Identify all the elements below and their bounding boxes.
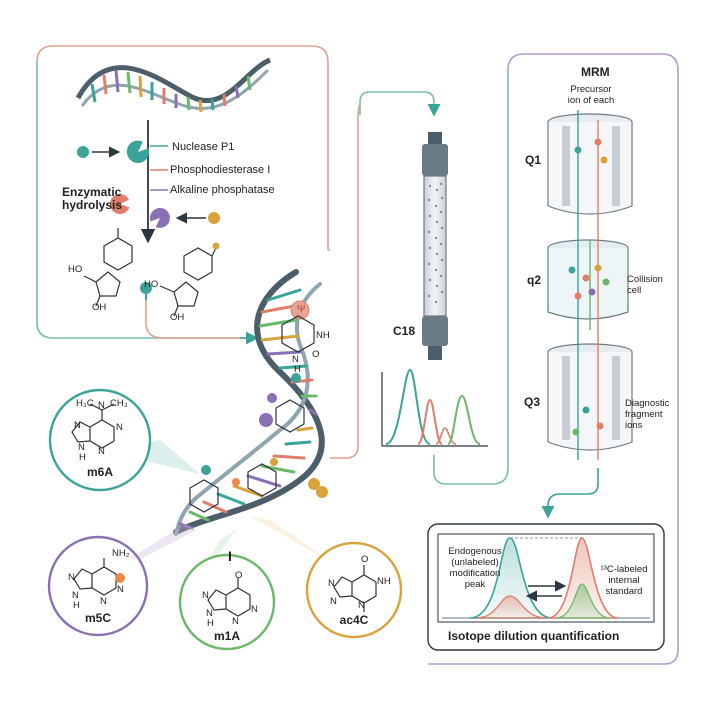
m6a-atom-ch3: CH₃: [110, 398, 128, 409]
m6a-atom-h3c: H₃C: [76, 398, 94, 409]
column-label: C18: [393, 324, 416, 338]
quant-title: Isotope dilution quantification: [448, 629, 620, 643]
ac4c-atom-o: O: [361, 554, 369, 565]
m5c-atom-h: H: [73, 600, 80, 611]
mrm-title: MRM: [581, 65, 610, 79]
q2-collision-cell: [547, 239, 629, 320]
ac4c-badge: [305, 541, 403, 639]
salmon-enzyme-icon: [110, 194, 130, 214]
m6a-atom-h: H: [79, 452, 86, 463]
ac4c-atom-n1: N: [358, 600, 365, 611]
q3-quadrupole: [547, 343, 633, 451]
c18-column: [422, 132, 448, 360]
m6a-atom-n2: N: [116, 422, 123, 433]
purple-marker-icon: [259, 413, 273, 427]
m5c-atom-nh2: NH₂: [112, 548, 130, 559]
m5c-atom-n4: N: [72, 590, 79, 601]
ions: [568, 138, 610, 436]
teal-marker-icon: [291, 373, 301, 383]
q2-label: q2: [527, 273, 542, 287]
m6a-label: m6A: [86, 465, 114, 479]
hydrolysis-frame: [36, 45, 329, 250]
collision-cell-label: Collision cell: [627, 274, 663, 296]
q1-label: Q1: [525, 153, 542, 167]
modification-dot-icon: [212, 242, 220, 250]
m5c-atom-n3: N: [68, 572, 75, 583]
psi-label: Ψ: [297, 304, 306, 315]
m5c-badge: [47, 535, 149, 637]
m1a-badge: [178, 553, 276, 651]
m6a-badge: [48, 388, 152, 492]
m1a-atom-n4: N: [206, 608, 213, 619]
oh-label-2: OH: [92, 302, 107, 313]
m6a-atom-n3: N: [98, 446, 105, 457]
m6a-atom-n1: N: [98, 400, 105, 411]
nucleoside-structure-1: [83, 228, 133, 307]
q3-label: Q3: [524, 395, 541, 409]
teal-nucleotide-icon: [77, 146, 89, 158]
m1a-marker-label: I: [228, 548, 232, 564]
hydrolysis-mechanism: [77, 120, 220, 244]
m1a-label: m1A: [213, 629, 241, 643]
quant-box: [427, 523, 665, 651]
oh-label-1: HO: [68, 264, 83, 275]
ac4c-atom-n2: N: [328, 578, 335, 589]
chromatogram: [381, 368, 488, 447]
teal-nucleotide-product-icon: [140, 282, 152, 300]
oh-label-4: OH: [170, 312, 185, 323]
m6a-atom-n4: N: [74, 420, 81, 431]
teal-enzyme-icon: [126, 140, 149, 163]
ac4c-atom-nh: NH: [377, 576, 391, 587]
m1a-atom-n1: N: [251, 604, 258, 615]
m1a-atom-h: H: [207, 618, 214, 629]
salmon-link: [145, 300, 240, 339]
duplex-atom-nh: NH: [316, 330, 330, 341]
orange-marker-icon: [232, 478, 240, 486]
ac4c-label: ac4C: [339, 613, 369, 627]
m1a-atom-n2: N: [232, 616, 239, 627]
m5c-atom-n2: N: [100, 596, 107, 607]
enzyme-phosphodiesterase: Phosphodiesterase I: [170, 164, 271, 176]
enzyme-alkaline-phosphatase: Alkaline phosphatase: [170, 184, 275, 196]
m6a-atom-n5: N: [78, 442, 85, 453]
m5c-label: m5C: [84, 611, 112, 625]
precursor-label: Precursor ion of each: [567, 84, 615, 106]
workflow-frames: [36, 45, 679, 665]
gold-marker-icon: [308, 478, 320, 490]
mrm-frame: [428, 53, 679, 665]
endogenous-label: Endogenous (unlabeled) modification peak: [448, 546, 502, 590]
duplex-atom-n: N: [292, 354, 299, 365]
nucleoside-structure-2: [159, 247, 217, 317]
diagnostic-label: Diagnostic fragment ions: [625, 398, 670, 431]
hydrolysis-label: Enzymatic hydrolysis: [62, 185, 123, 212]
enzyme-nuclease-p1: Nuclease P1: [172, 141, 235, 153]
ac4c-atom-n3: N: [330, 596, 337, 607]
rna-strand: [75, 57, 272, 113]
purple-enzyme-icon: [150, 208, 170, 228]
oh-label-3: HO: [144, 279, 159, 290]
m5c-atom-n1: N: [117, 584, 124, 595]
m1a-atom-n3: N: [202, 590, 209, 601]
psi-marker-icon: [290, 300, 310, 320]
double-helix: [173, 269, 328, 536]
duplex-atom-o: O: [312, 349, 320, 360]
q1-quadrupole: [547, 113, 633, 215]
duplex-atom-h: H: [294, 364, 301, 375]
ion-paths: [577, 110, 599, 460]
gold-nucleotide-icon: [208, 212, 220, 224]
m1a-atom-o: O: [235, 570, 243, 581]
labeled-standard-label: ¹³C-labeled internal standard: [600, 564, 648, 597]
